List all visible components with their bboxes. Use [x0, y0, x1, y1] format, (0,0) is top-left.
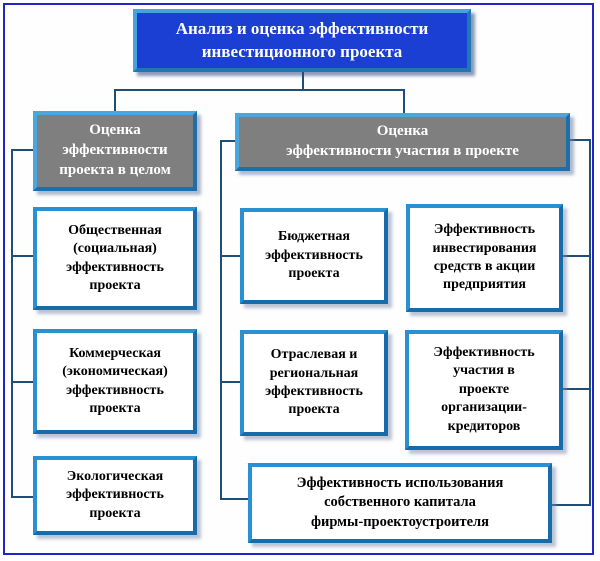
connector-right-bus-invest-stub: [561, 255, 591, 257]
connector-right-bus-bottom-stub: [551, 504, 591, 506]
node-right-branch-header: Оценка эффективности участия в проекте: [235, 113, 570, 171]
connector-left-bus-item3-stub: [11, 496, 35, 498]
node-regional-efficiency: Отраслевая и региональная эффективность …: [240, 330, 388, 436]
node-commercial-efficiency: Коммерческая (экономическая) эффективнос…: [33, 329, 197, 434]
connector-left-bus-item1-stub: [11, 255, 35, 257]
connector-middle-bus: [220, 140, 222, 500]
connector-left-bus-header-stub: [11, 149, 35, 151]
connector-root-stem: [302, 72, 304, 91]
node-root-title: Анализ и оценка эффективности инвестицио…: [133, 9, 471, 72]
node-social-efficiency: Общественная (социальная) эффективность …: [33, 207, 197, 310]
node-left-branch-header: Оценка эффективности проекта в целом: [33, 111, 197, 191]
connector-middle-bus-header-stub: [220, 140, 237, 142]
connector-middle-bus-budget-stub: [220, 255, 242, 257]
node-shares-investment-efficiency: Эффективность инвестирования средств в а…: [406, 204, 563, 312]
node-creditor-participation-efficiency: Эффективность участия в проекте организа…: [405, 330, 563, 450]
connector-left-bus-item2-stub: [11, 381, 35, 383]
connector-right-bus-header-stub: [570, 139, 591, 141]
connector-right-header-drop: [403, 89, 405, 114]
connector-middle-bus-regional-stub: [220, 381, 242, 383]
node-ecological-efficiency: Экологическая эффективность проекта: [33, 456, 197, 535]
connector-right-bus-creditors-stub: [561, 388, 591, 390]
node-own-capital-efficiency: Эффективность использования собственного…: [248, 463, 552, 543]
connector-left-bus: [11, 149, 13, 498]
node-budget-efficiency: Бюджетная эффективность проекта: [240, 208, 388, 304]
connector-branch-horizontal: [114, 89, 405, 91]
connector-right-bus: [589, 139, 591, 506]
connector-middle-bus-bottom-stub: [220, 498, 250, 500]
connector-left-header-drop: [114, 89, 116, 113]
